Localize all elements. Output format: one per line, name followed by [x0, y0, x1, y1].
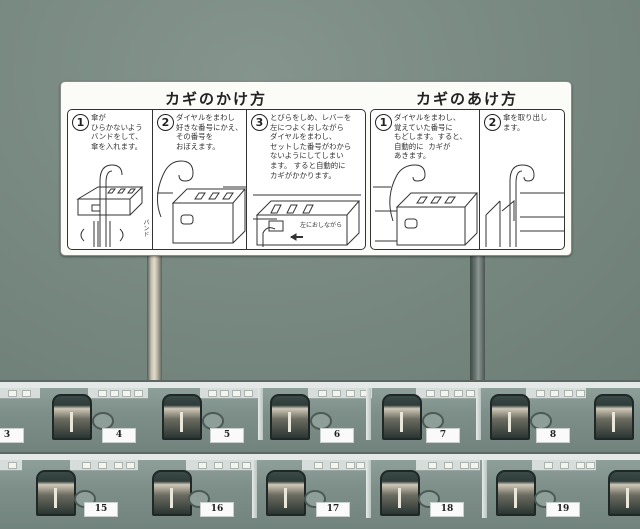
rack-rail — [0, 380, 640, 388]
umbrella-lock-door[interactable] — [380, 470, 420, 516]
unlock-step-1: 1 ダイヤルをまわし、 覚えていた番号に もどします。すると、 自動的に カギが… — [371, 110, 479, 249]
slot-number-plate: 18 — [430, 502, 464, 517]
step-number: 3 — [251, 114, 268, 131]
umbrella-lock-door[interactable] — [266, 470, 306, 516]
slot-number-plate: 4 — [102, 428, 136, 443]
umbrella-lock-unit[interactable]: 19 — [488, 460, 600, 529]
umbrella-lock-door[interactable] — [490, 394, 530, 440]
rack-divider — [366, 388, 371, 440]
dial-keypad[interactable] — [302, 460, 366, 471]
umbrella-lock-unit[interactable] — [600, 460, 640, 529]
slot-number-plate: 17 — [316, 502, 350, 517]
umbrella-lock-unit[interactable] — [0, 460, 26, 529]
umbrella-lock-door[interactable] — [152, 470, 192, 516]
lock-step-3: 3 とびらをしめ、レバーを 左につよくおしながら ダイヤルをまわし、 セットした… — [246, 110, 366, 249]
umbrella-lock-door[interactable] — [594, 394, 634, 440]
umbrella-lock-unit[interactable]: 3 — [0, 388, 40, 452]
step-text: ダイヤルをまわし 好きな番号にかえ、 その番号を おぼえます。 — [176, 113, 243, 151]
slot-number-plate: 8 — [536, 428, 570, 443]
rack-divider — [252, 460, 257, 518]
step-text: 傘が ひらかないよう バンドをして、 傘を入れます。 — [91, 113, 143, 151]
umbrella-lock-door[interactable] — [382, 394, 422, 440]
step-number: 1 — [375, 114, 392, 131]
umbrella-rack-upper: 3 4 5 6 7 8 — [0, 380, 640, 452]
unlock-instructions-panel: 1 ダイヤルをまわし、 覚えていた番号に もどします。すると、 自動的に カギが… — [370, 109, 565, 250]
umbrella-lock-unit[interactable]: 5 — [152, 388, 260, 452]
dial-illustration — [153, 157, 247, 247]
slot-number-plate: 6 — [320, 428, 354, 443]
rack-divider — [366, 460, 371, 518]
remove-umbrella-illustration — [480, 161, 565, 247]
dial-keypad[interactable] — [186, 460, 252, 471]
dial-keypad[interactable] — [88, 388, 148, 399]
umbrella-lock-door[interactable] — [52, 394, 92, 440]
lock-instructions-panel: 1 傘が ひらかないよう バンドをして、 傘を入れます。 バンド 2 ダイヤルを… — [67, 109, 366, 250]
dial-keypad[interactable] — [416, 460, 480, 471]
rack-divider — [482, 460, 487, 518]
umbrella-lock-unit[interactable]: 4 — [40, 388, 152, 452]
step-number: 2 — [484, 114, 501, 131]
dial-keypad[interactable] — [308, 388, 372, 399]
step-number: 1 — [72, 114, 89, 131]
umbrella-lock-unit[interactable]: 7 — [372, 388, 480, 452]
dial-keypad[interactable] — [200, 388, 258, 399]
umbrella-lock-unit[interactable] — [586, 388, 640, 452]
dial-keypad[interactable] — [0, 460, 22, 471]
lock-section-title: カギのかけ方 — [165, 90, 268, 108]
dial-keypad[interactable] — [526, 388, 586, 399]
umbrella-lock-door[interactable] — [36, 470, 76, 516]
sign-post-left — [147, 255, 162, 381]
umbrella-band-illustration — [68, 159, 152, 247]
step-text: ダイヤルをまわし、 覚えていた番号に もどします。すると、 自動的に カギが あ… — [394, 113, 467, 161]
push-left-label: 左におしながら — [300, 222, 343, 229]
dial-keypad[interactable] — [532, 460, 596, 471]
dial-keypad[interactable] — [416, 388, 478, 399]
sign-post-right — [470, 255, 485, 381]
slot-number-plate: 16 — [200, 502, 234, 517]
lock-step-2: 2 ダイヤルをまわし 好きな番号にかえ、 その番号を おぼえます。 — [152, 110, 247, 249]
umbrella-lock-door[interactable] — [162, 394, 202, 440]
unlock-step-2: 2 傘を取り出し ます。 — [479, 110, 565, 249]
slot-number-plate: 5 — [210, 428, 244, 443]
dial-keypad[interactable] — [70, 460, 138, 471]
umbrella-lock-unit[interactable]: 8 — [482, 388, 586, 452]
lever-illustration — [247, 175, 366, 247]
step-text: 傘を取り出し ます。 — [503, 113, 548, 132]
dial-keypad[interactable] — [0, 388, 40, 399]
lock-step-1: 1 傘が ひらかないよう バンドをして、 傘を入れます。 バンド — [68, 110, 152, 249]
umbrella-lock-door[interactable] — [608, 470, 640, 516]
slot-number-plate: 7 — [426, 428, 460, 443]
unlock-dial-illustration — [371, 161, 479, 247]
band-label: バンド — [142, 219, 149, 237]
umbrella-rack-lower: 15 16 17 18 19 — [0, 452, 640, 529]
rack-divider — [258, 388, 263, 440]
slot-number-plate: 19 — [546, 502, 580, 517]
umbrella-lock-unit[interactable]: 6 — [264, 388, 376, 452]
slot-number-plate: 3 — [0, 428, 24, 443]
umbrella-lock-unit[interactable]: 15 — [26, 460, 142, 529]
umbrella-lock-unit[interactable]: 17 — [258, 460, 370, 529]
umbrella-lock-unit[interactable]: 16 — [142, 460, 256, 529]
umbrella-lock-unit[interactable]: 18 — [372, 460, 484, 529]
step-text: とびらをしめ、レバーを 左につよくおしながら ダイヤルをまわし、 セットした番号… — [270, 113, 352, 180]
unlock-section-title: カギのあけ方 — [416, 90, 519, 108]
instruction-sign: カギのかけ方 カギのあけ方 1 傘が ひらかないよう バンドをして、 傘を入れま… — [60, 81, 572, 256]
slot-number-plate: 15 — [84, 502, 118, 517]
umbrella-lock-door[interactable] — [270, 394, 310, 440]
umbrella-lock-door[interactable] — [496, 470, 536, 516]
rack-divider — [476, 388, 481, 440]
step-number: 2 — [157, 114, 174, 131]
rack-rail — [0, 452, 640, 460]
